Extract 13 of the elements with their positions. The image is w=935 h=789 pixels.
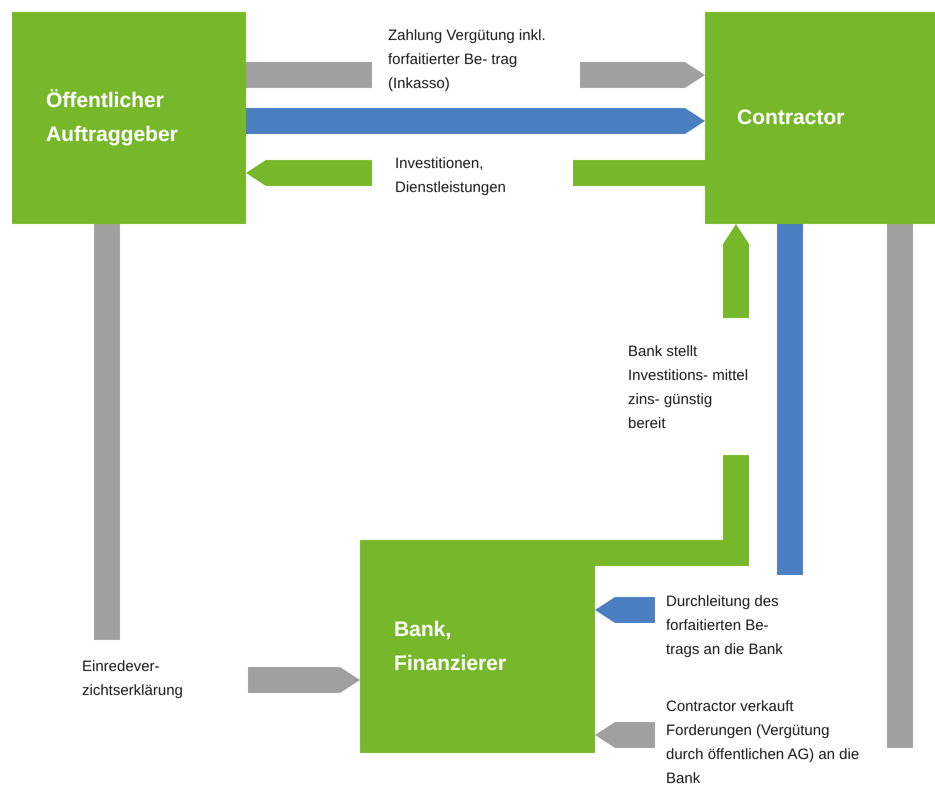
edge-label: Bank stellt Investitions- mittel zins- günstig bereit [628,342,750,434]
box-title: Bank, Finanzierer [394,616,508,676]
process-box [360,540,595,753]
edge-label: Zahlung Vergütung inkl. forfaitierter Be- trag (Inkasso) [388,26,547,94]
box-title: Contractor [737,105,846,131]
box-title: Öffentlicher Auftraggeber [46,88,179,148]
process-box [12,12,246,224]
flow-arrow [246,108,705,134]
edge-label: Durchleitung des forfaitierten Be- trags an die Bank [666,592,784,660]
edge-label: Einredever- zichtserklärung [82,657,184,701]
edge-label: Investitionen, Dienstleistungen [395,154,507,198]
process-box [705,12,935,224]
edge-label: Contractor verkauft Forderungen (Vergütung durch öffentlichen AG) an die Bank [666,697,860,789]
